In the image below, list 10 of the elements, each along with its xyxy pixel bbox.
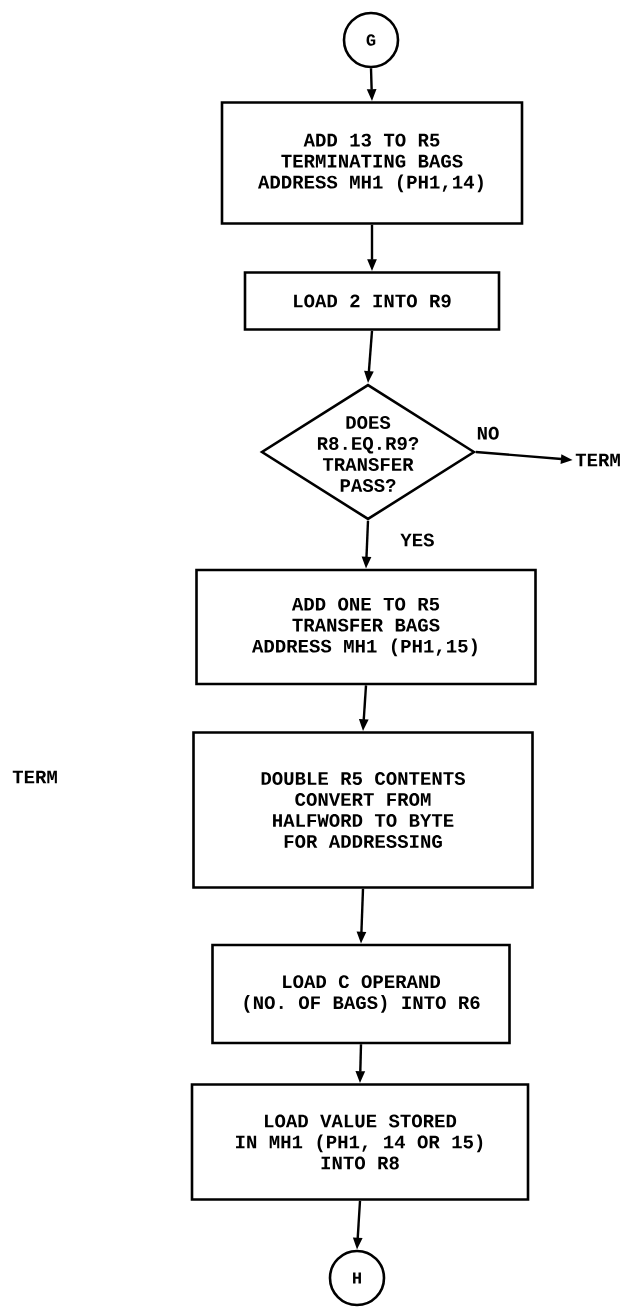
process-box: LOAD VALUE STORED IN MH1 (PH1, 14 OR 15) INTO R8 <box>190 1083 530 1201</box>
edge-label: YES <box>399 532 436 548</box>
process-box: ADD 13 TO R5 TERMINATING BAGS ADDRESS MH1 (PH1,14) <box>220 101 524 225</box>
process-box: DOUBLE R5 CONTENTS CONVERT FROM HALFWORD TO BYTE FOR ADDRESSING <box>192 731 534 889</box>
note-text: TERM <box>12 770 57 784</box>
process-box: ADD ONE TO R5 TRANSFER BAGS ADDRESS MH1 (PH1,15) <box>195 568 537 686</box>
exit-text: TERM <box>575 453 620 467</box>
process-box: LOAD 2 INTO R9 <box>243 271 501 331</box>
process-box: LOAD C OPERAND (NO. OF BAGS) INTO R6 <box>211 943 511 1045</box>
edge-label: NO <box>475 425 501 441</box>
